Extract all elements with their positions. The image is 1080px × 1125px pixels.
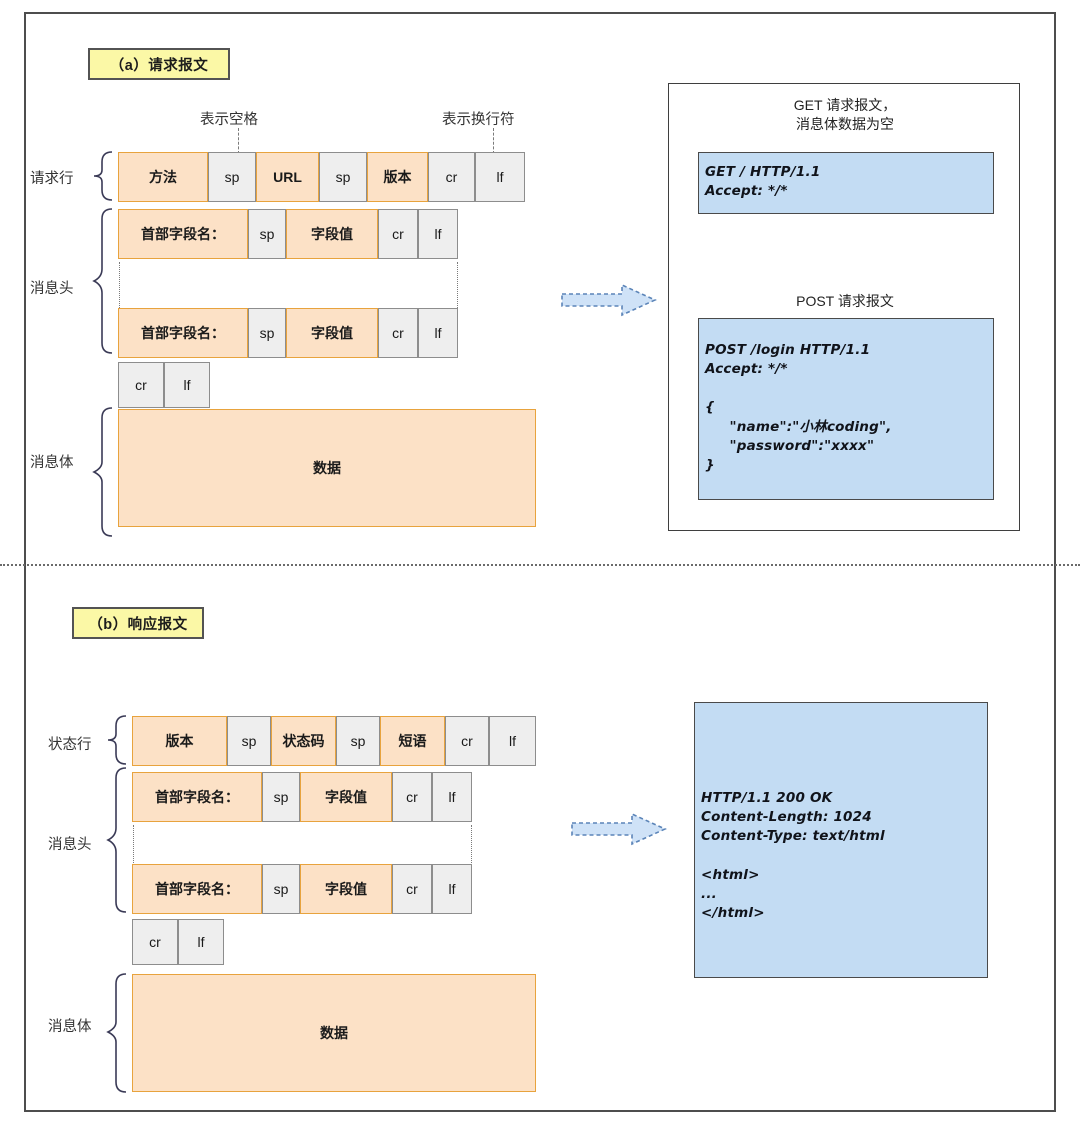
request-cell-sp-2: sp xyxy=(319,152,367,202)
response-cell-status-code: 状态码 xyxy=(271,716,336,766)
request-cell-method: 方法 xyxy=(118,152,208,202)
request-section-badge: （a）请求报文 xyxy=(88,48,230,80)
request-body-brace xyxy=(92,407,113,537)
response-header2-cr: cr xyxy=(392,864,432,914)
response-header2-field-name: 首部字段名： xyxy=(132,864,262,914)
response-blankline-cr: cr xyxy=(132,919,178,965)
response-cell-sp-2: sp xyxy=(336,716,380,766)
response-body-brace xyxy=(106,973,127,1093)
response-flow-arrow xyxy=(570,812,668,851)
response-example-code: HTTP/1.1 200 OK Content-Length: 1024 Con… xyxy=(694,702,988,978)
response-header1-sp: sp xyxy=(262,772,300,822)
request-header2-cr: cr xyxy=(378,308,418,358)
space-callout-label: 表示空格 xyxy=(200,112,258,128)
response-cell-reason-phrase: 短语 xyxy=(380,716,445,766)
request-body-box: 数据 xyxy=(118,409,536,527)
request-header1-field-name: 首部字段名： xyxy=(118,209,248,259)
request-header1-lf: lf xyxy=(418,209,458,259)
response-header1-cr: cr xyxy=(392,772,432,822)
response-header1-field-name: 首部字段名： xyxy=(132,772,262,822)
response-cell-sp-1: sp xyxy=(227,716,271,766)
status-line-label: 状态行 xyxy=(48,737,92,753)
request-header-brace xyxy=(92,208,113,354)
crlf-callout-label: 表示换行符 xyxy=(442,112,515,128)
response-header2-sp: sp xyxy=(262,864,300,914)
request-cell-lf: lf xyxy=(475,152,525,202)
response-blankline-lf: lf xyxy=(178,919,224,965)
response-cell-version: 版本 xyxy=(132,716,227,766)
response-headers-continuation-left xyxy=(133,825,134,867)
response-header2-lf: lf xyxy=(432,864,472,914)
space-callout-leader xyxy=(238,128,239,154)
response-header-brace xyxy=(106,767,127,913)
response-body-label: 消息体 xyxy=(48,1019,92,1035)
request-line-brace xyxy=(93,151,113,201)
request-cell-version: 版本 xyxy=(367,152,428,202)
request-header-label: 消息头 xyxy=(30,281,74,297)
response-section-badge: （b）响应报文 xyxy=(72,607,204,639)
request-cell-sp-1: sp xyxy=(208,152,256,202)
get-example-code: GET / HTTP/1.1 Accept: */* xyxy=(698,152,994,214)
request-cell-cr: cr xyxy=(428,152,475,202)
response-body-box: 数据 xyxy=(132,974,536,1092)
response-header1-lf: lf xyxy=(432,772,472,822)
request-header1-cr: cr xyxy=(378,209,418,259)
response-cell-lf: lf xyxy=(489,716,536,766)
request-header1-field-value: 字段值 xyxy=(286,209,378,259)
status-line-brace xyxy=(107,715,127,765)
post-example-caption: POST 请求报文 xyxy=(796,293,894,309)
request-header2-lf: lf xyxy=(418,308,458,358)
response-header2-field-value: 字段值 xyxy=(300,864,392,914)
request-header2-sp: sp xyxy=(248,308,286,358)
response-header1-field-value: 字段值 xyxy=(300,772,392,822)
request-blankline-cr: cr xyxy=(118,362,164,408)
request-header1-sp: sp xyxy=(248,209,286,259)
request-header2-field-name: 首部字段名： xyxy=(118,308,248,358)
get-example-caption: GET 请求报文， 消息体数据为空 xyxy=(793,97,897,132)
request-headers-continuation-right xyxy=(457,262,458,308)
section-divider xyxy=(0,564,1080,566)
request-flow-arrow xyxy=(560,283,658,322)
request-blankline-lf: lf xyxy=(164,362,210,408)
response-headers-continuation-right xyxy=(471,825,472,867)
crlf-callout-leader xyxy=(493,128,494,154)
post-example-code: POST /login HTTP/1.1 Accept: */* { "name… xyxy=(698,318,994,500)
response-header-label: 消息头 xyxy=(48,837,92,853)
request-line-label: 请求行 xyxy=(30,171,74,187)
request-body-label: 消息体 xyxy=(30,455,74,471)
response-cell-cr: cr xyxy=(445,716,489,766)
request-cell-url: URL xyxy=(256,152,319,202)
outer-frame xyxy=(24,12,1056,1112)
request-header2-field-value: 字段值 xyxy=(286,308,378,358)
request-headers-continuation-left xyxy=(119,262,120,308)
